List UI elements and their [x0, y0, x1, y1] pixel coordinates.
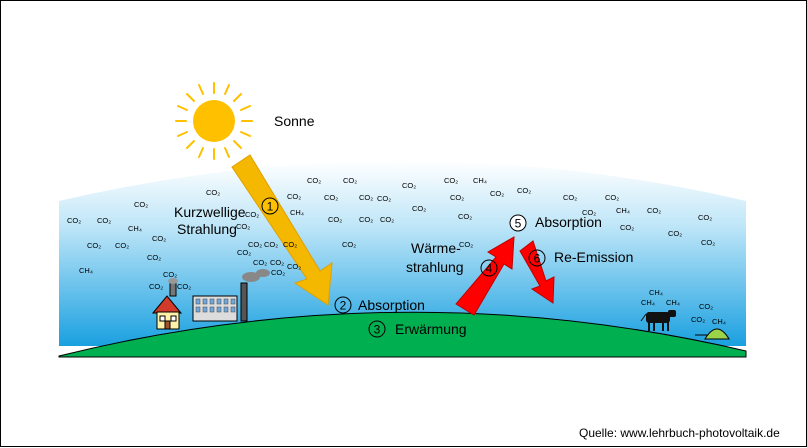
gas-label: CO₂ — [307, 176, 321, 185]
absorption-atmosphere-label: Absorption — [535, 214, 602, 230]
step-2-number: 2 — [340, 299, 347, 313]
step-1-number: 1 — [267, 200, 274, 214]
gas-label: CO₂ — [287, 192, 301, 201]
heat-radiation-arrow — [455, 236, 515, 316]
gas-label: CO₂ — [283, 240, 297, 249]
heat-radiation-label-line2: strahlung — [406, 259, 464, 275]
shortwave-label-line1: Kurzwellige — [174, 204, 246, 220]
gas-label: CO₂ — [450, 193, 464, 202]
gas-label: CO₂ — [147, 253, 161, 262]
gas-label: CO₂ — [490, 189, 504, 198]
gas-label: CO₂ — [563, 193, 577, 202]
gas-label: CO₂ — [271, 268, 285, 277]
heat-radiation-label-line1: Wärme- — [411, 240, 461, 256]
gas-label: CO₂ — [328, 215, 342, 224]
step-4-marker: 4 — [480, 259, 498, 277]
warming-label: Erwärmung — [395, 321, 467, 337]
gas-label: CO₂ — [149, 282, 163, 291]
step-6-number: 6 — [534, 252, 541, 266]
gas-label: CO₂ — [691, 315, 705, 324]
gas-label: CO₂ — [402, 181, 416, 190]
gas-label: CO₂ — [264, 240, 278, 249]
gas-label: CO₂ — [177, 282, 191, 291]
gas-label: CO₂ — [248, 240, 262, 249]
gas-label: CO₂ — [359, 193, 373, 202]
gas-label: CO₂ — [342, 240, 356, 249]
gas-label: CO₂ — [647, 206, 661, 215]
gas-label: CO₂ — [359, 215, 373, 224]
gas-label: CO₂ — [67, 216, 81, 225]
gas-label: CO₂ — [163, 270, 177, 279]
biogas-plant-icon — [695, 328, 730, 340]
gas-label: CO₂ — [134, 200, 148, 209]
gas-label: CH₄ — [79, 266, 93, 275]
gas-label: CO₂ — [459, 240, 473, 249]
gas-label: CO₂ — [97, 216, 111, 225]
sun-label: Sonne — [274, 113, 315, 129]
ground — [58, 311, 747, 358]
gas-label: CO₂ — [605, 193, 619, 202]
step-4-number: 4 — [486, 262, 493, 276]
gas-label: CO₂ — [701, 238, 715, 247]
cow-icon — [640, 310, 676, 331]
step-1-marker: 1 — [261, 197, 279, 215]
gas-label: CO₂ — [380, 215, 394, 224]
factory-icon — [192, 269, 270, 322]
step-5-number: 5 — [515, 217, 522, 231]
step-3-marker: 3 — [368, 320, 386, 338]
shortwave-radiation-arrow — [231, 154, 333, 306]
gas-label: CO₂ — [668, 229, 682, 238]
gas-label: CO₂ — [412, 204, 426, 213]
gas-label: CH₄ — [712, 317, 726, 326]
gas-label: CO₂ — [377, 194, 391, 203]
gas-label: CO₂ — [582, 208, 596, 217]
gas-label: CO₂ — [620, 223, 634, 232]
gas-label: CO₂ — [253, 258, 267, 267]
gas-label: CH₄ — [290, 208, 304, 217]
house-icon — [151, 278, 183, 330]
gas-label: CO₂ — [324, 193, 338, 202]
step-2-marker: 2 — [334, 296, 352, 314]
gas-label: CO₂ — [245, 210, 259, 219]
gas-label: CO₂ — [343, 176, 357, 185]
gas-label: CO₂ — [206, 188, 220, 197]
gas-label: CO₂ — [87, 241, 101, 250]
absorption-ground-label: Absorption — [358, 297, 425, 313]
gas-label: CO₂ — [237, 248, 251, 257]
gas-label: CH₄ — [666, 298, 680, 307]
source-credit: Quelle: www.lehrbuch-photovoltaik.de — [579, 426, 780, 440]
gas-label: CO₂ — [517, 186, 531, 195]
gas-label: CO₂ — [458, 212, 472, 221]
gas-label: CH₄ — [616, 206, 630, 215]
gas-label: CO₂ — [698, 213, 712, 222]
step-5-marker: 5 — [509, 214, 527, 232]
step-6-marker: 6 — [528, 249, 546, 267]
sun-icon — [175, 82, 253, 160]
gas-label: CO₂ — [115, 241, 129, 250]
reemission-arrow — [519, 240, 555, 304]
step-3-number: 3 — [374, 323, 381, 337]
gas-label: CH₄ — [473, 176, 487, 185]
gas-label: CO₂ — [236, 222, 250, 231]
gas-label: CO₂ — [699, 302, 713, 311]
reemission-label: Re-Emission — [554, 249, 633, 265]
gas-label: CH₄ — [649, 288, 663, 297]
gas-label: CH₄ — [128, 224, 142, 233]
gas-label: CO₂ — [287, 262, 301, 271]
shortwave-label-line2: Strahlung — [177, 221, 237, 237]
gas-label: CO₂ — [444, 176, 458, 185]
gas-label: CO₂ — [152, 234, 166, 243]
gas-label: CO₂ — [270, 258, 284, 267]
gas-label: CH₄ — [641, 298, 655, 307]
